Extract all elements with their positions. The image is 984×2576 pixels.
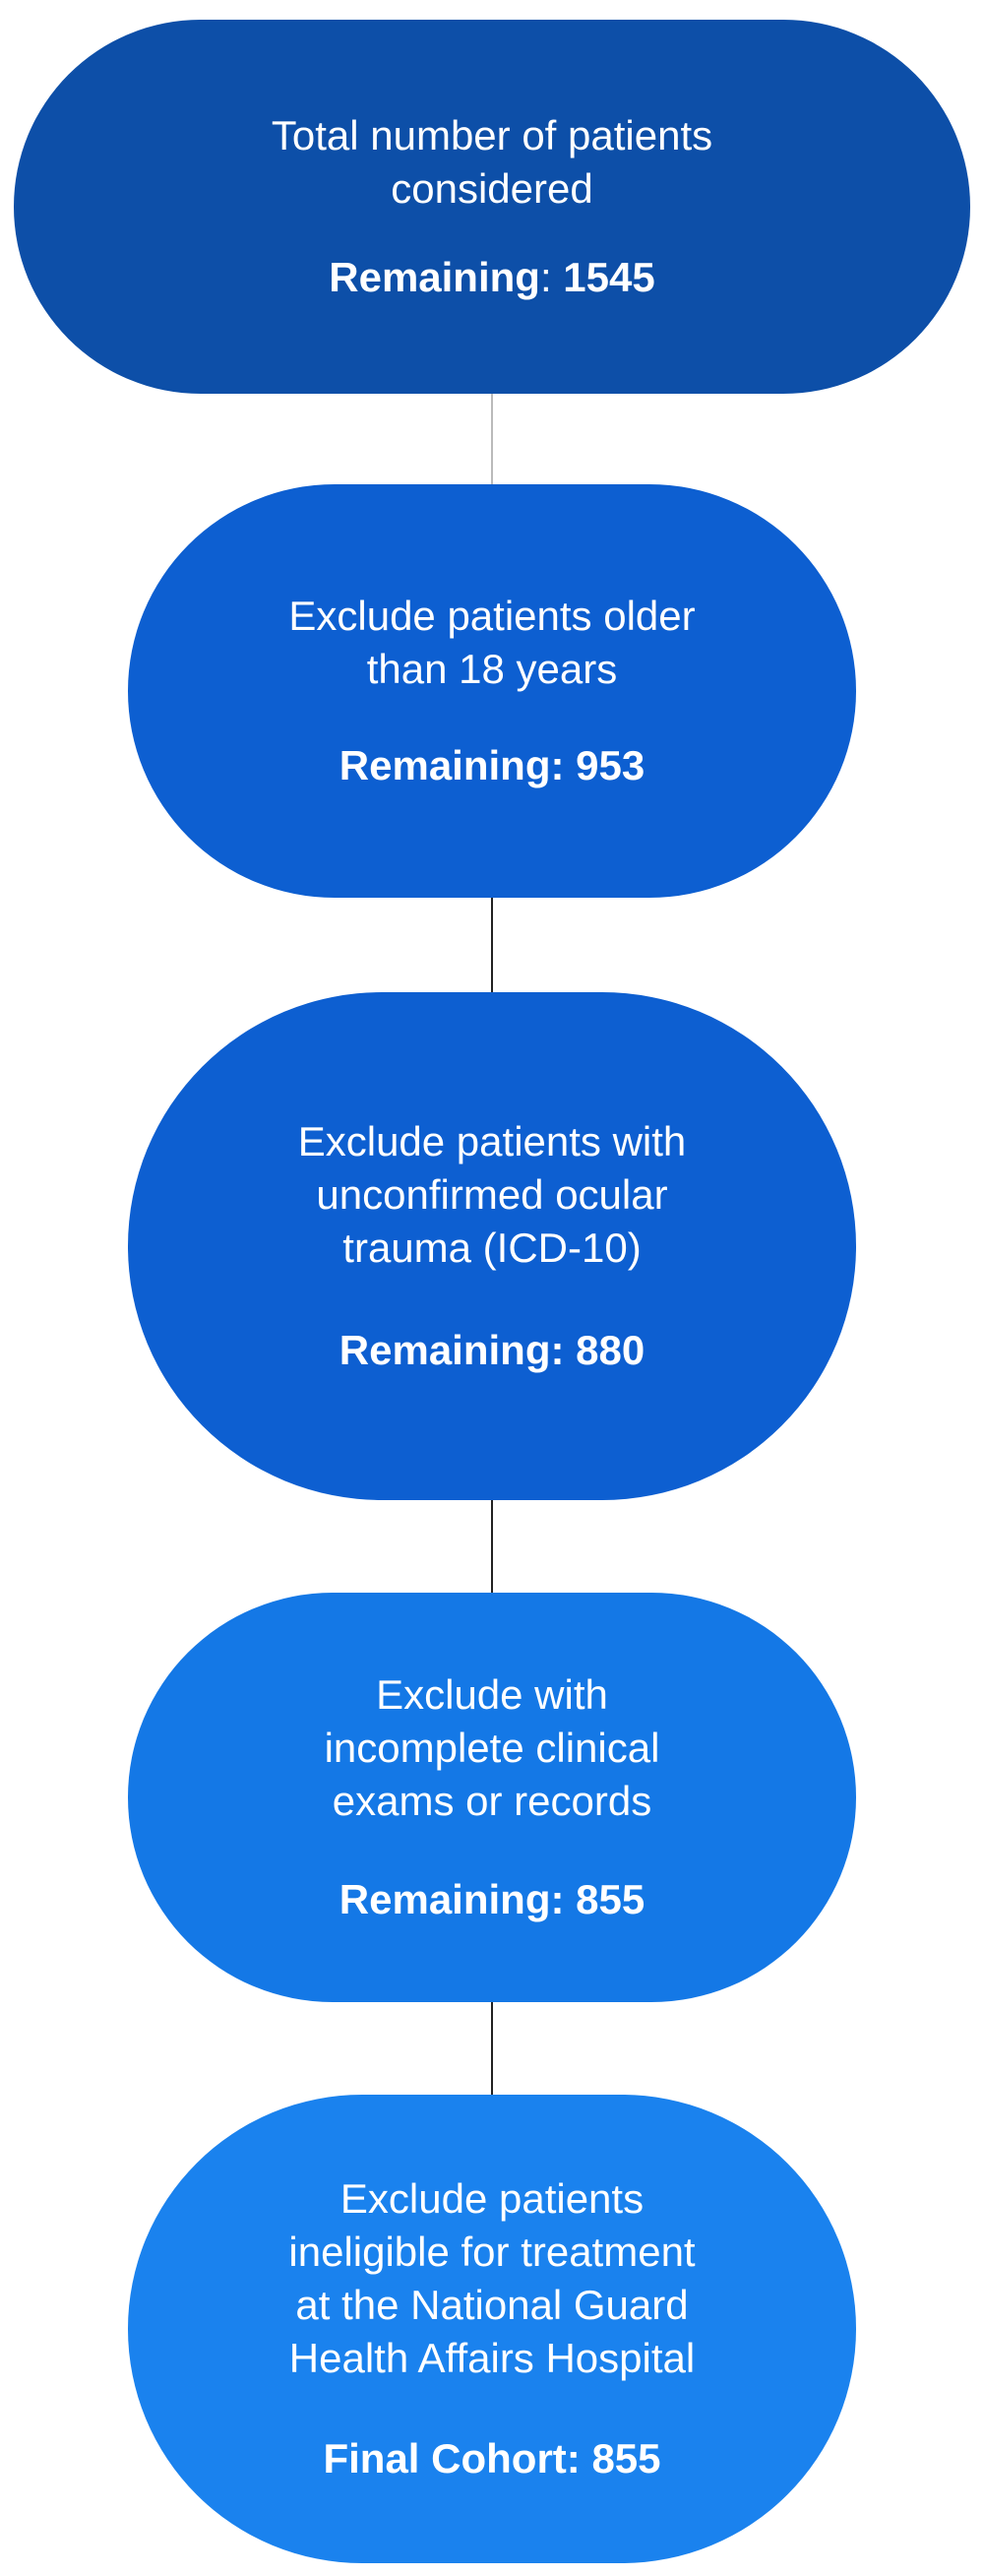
step-4-count: Remaining: 855 bbox=[339, 1873, 645, 1926]
step-3-count-label: Remaining: bbox=[338, 1327, 565, 1373]
step-4-count-separator bbox=[564, 1876, 576, 1922]
connector-4-5 bbox=[491, 1998, 493, 2097]
step-2-count: Remaining: 953 bbox=[339, 739, 645, 792]
flow-step-1: Total number of patients considered Rema… bbox=[14, 20, 970, 394]
connector-3-4 bbox=[491, 1496, 493, 1595]
connector-1-2 bbox=[491, 392, 493, 486]
step-4-description: Exclude with incomplete clinical exams o… bbox=[324, 1671, 660, 1824]
step-1-count-separator: : bbox=[539, 254, 564, 300]
flow-step-5: Exclude patients ineligible for treatmen… bbox=[128, 2095, 856, 2563]
step-2-count-label: Remaining: bbox=[338, 742, 565, 788]
step-1-count: Remaining: 1545 bbox=[329, 251, 654, 304]
connector-2-3 bbox=[491, 894, 493, 996]
step-5-count-label: Final Cohort: bbox=[323, 2435, 581, 2482]
step-1-count-label: Remaining bbox=[329, 254, 540, 300]
step-3-count: Remaining: 880 bbox=[339, 1324, 645, 1377]
step-5-count-separator bbox=[581, 2435, 592, 2482]
step-1-count-value: 1545 bbox=[563, 254, 655, 300]
flow-step-4: Exclude with incomplete clinical exams o… bbox=[128, 1593, 856, 2002]
step-4-count-label: Remaining: bbox=[338, 1876, 565, 1922]
step-5-count: Final Cohort: 855 bbox=[323, 2432, 660, 2485]
step-3-description: Exclude patients with unconfirmed ocular… bbox=[297, 1118, 687, 1271]
flow-step-3: Exclude patients with unconfirmed ocular… bbox=[128, 992, 856, 1500]
step-3-count-value: 880 bbox=[576, 1327, 646, 1373]
flow-step-2: Exclude patients older than 18 years Rem… bbox=[128, 484, 856, 898]
step-1-description: Total number of patients considered bbox=[271, 112, 713, 212]
step-4-count-value: 855 bbox=[576, 1876, 646, 1922]
step-5-count-value: 855 bbox=[591, 2435, 661, 2482]
step-2-count-separator bbox=[564, 742, 576, 788]
step-5-description: Exclude patients ineligible for treatmen… bbox=[288, 2175, 696, 2381]
step-2-description: Exclude patients older than 18 years bbox=[288, 593, 696, 692]
step-2-count-value: 953 bbox=[576, 742, 646, 788]
step-3-count-separator bbox=[564, 1327, 576, 1373]
